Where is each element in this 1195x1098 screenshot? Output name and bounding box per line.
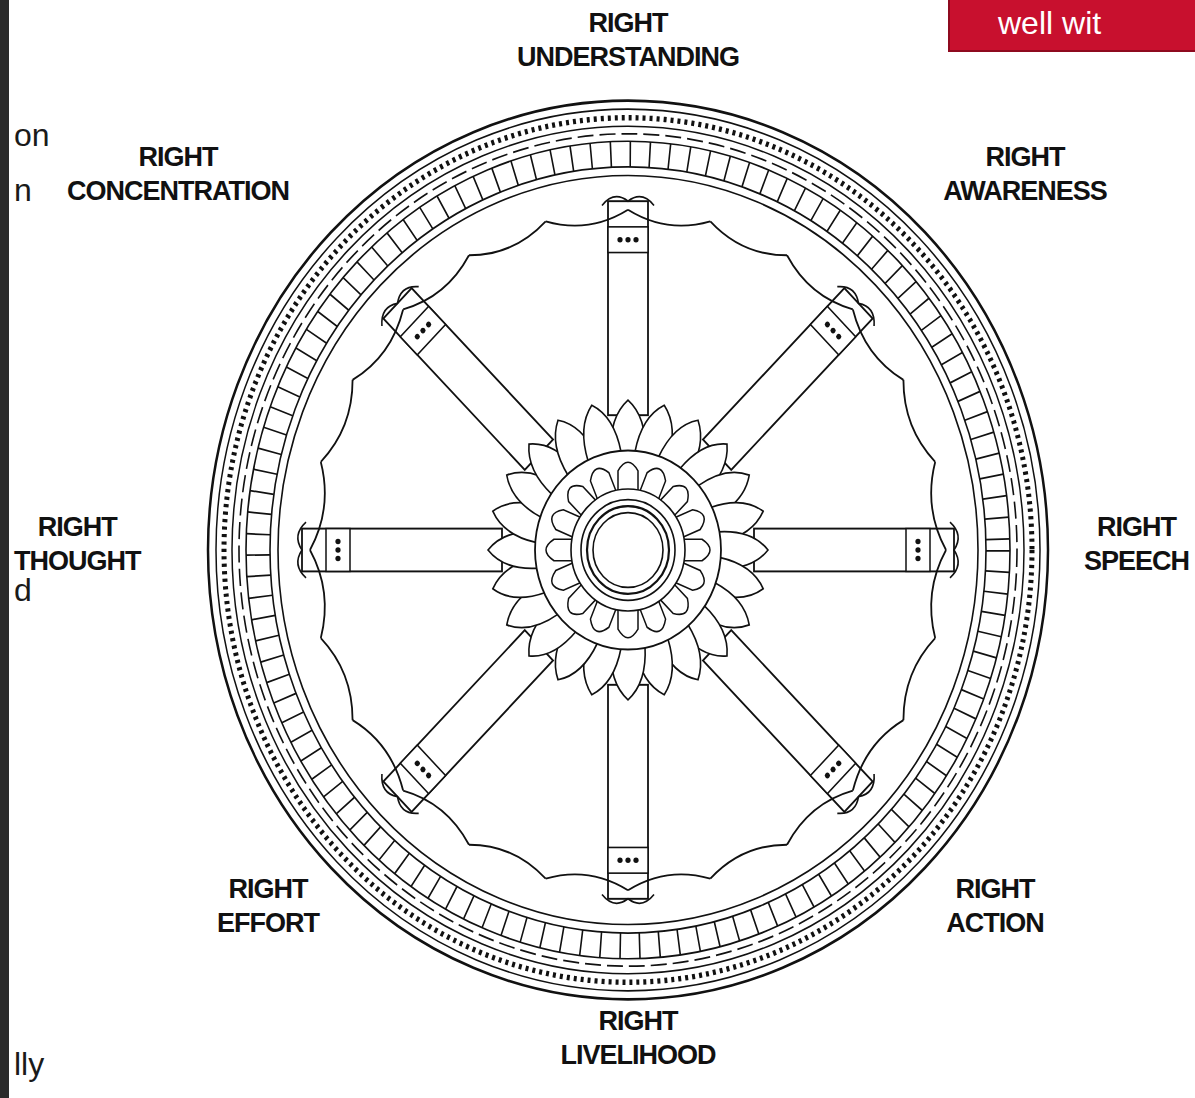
path-factor-label: RIGHT EFFORT: [217, 872, 319, 940]
path-factor-label: RIGHT THOUGHT: [14, 510, 140, 578]
slide-edge: [0, 0, 9, 1098]
path-factor-label: RIGHT UNDERSTANDING: [517, 6, 739, 74]
path-factor-label: RIGHT AWARENESS: [943, 140, 1107, 208]
slide-text-fragment: n: [14, 172, 32, 208]
banner-box: well wit: [948, 0, 1195, 52]
path-factor-label: RIGHT SPEECH: [1084, 510, 1189, 578]
banner-text: well wit: [998, 4, 1195, 42]
path-factor-label: RIGHT ACTION: [946, 872, 1043, 940]
slide-text-fragment: d: [14, 572, 32, 608]
slide-text-fragment: lly: [14, 1046, 44, 1082]
path-factor-label: RIGHT LIVELIHOOD: [561, 1004, 716, 1072]
path-factor-label: RIGHT CONCENTRATION: [67, 140, 289, 208]
slide-text-fragment: on: [14, 117, 50, 153]
